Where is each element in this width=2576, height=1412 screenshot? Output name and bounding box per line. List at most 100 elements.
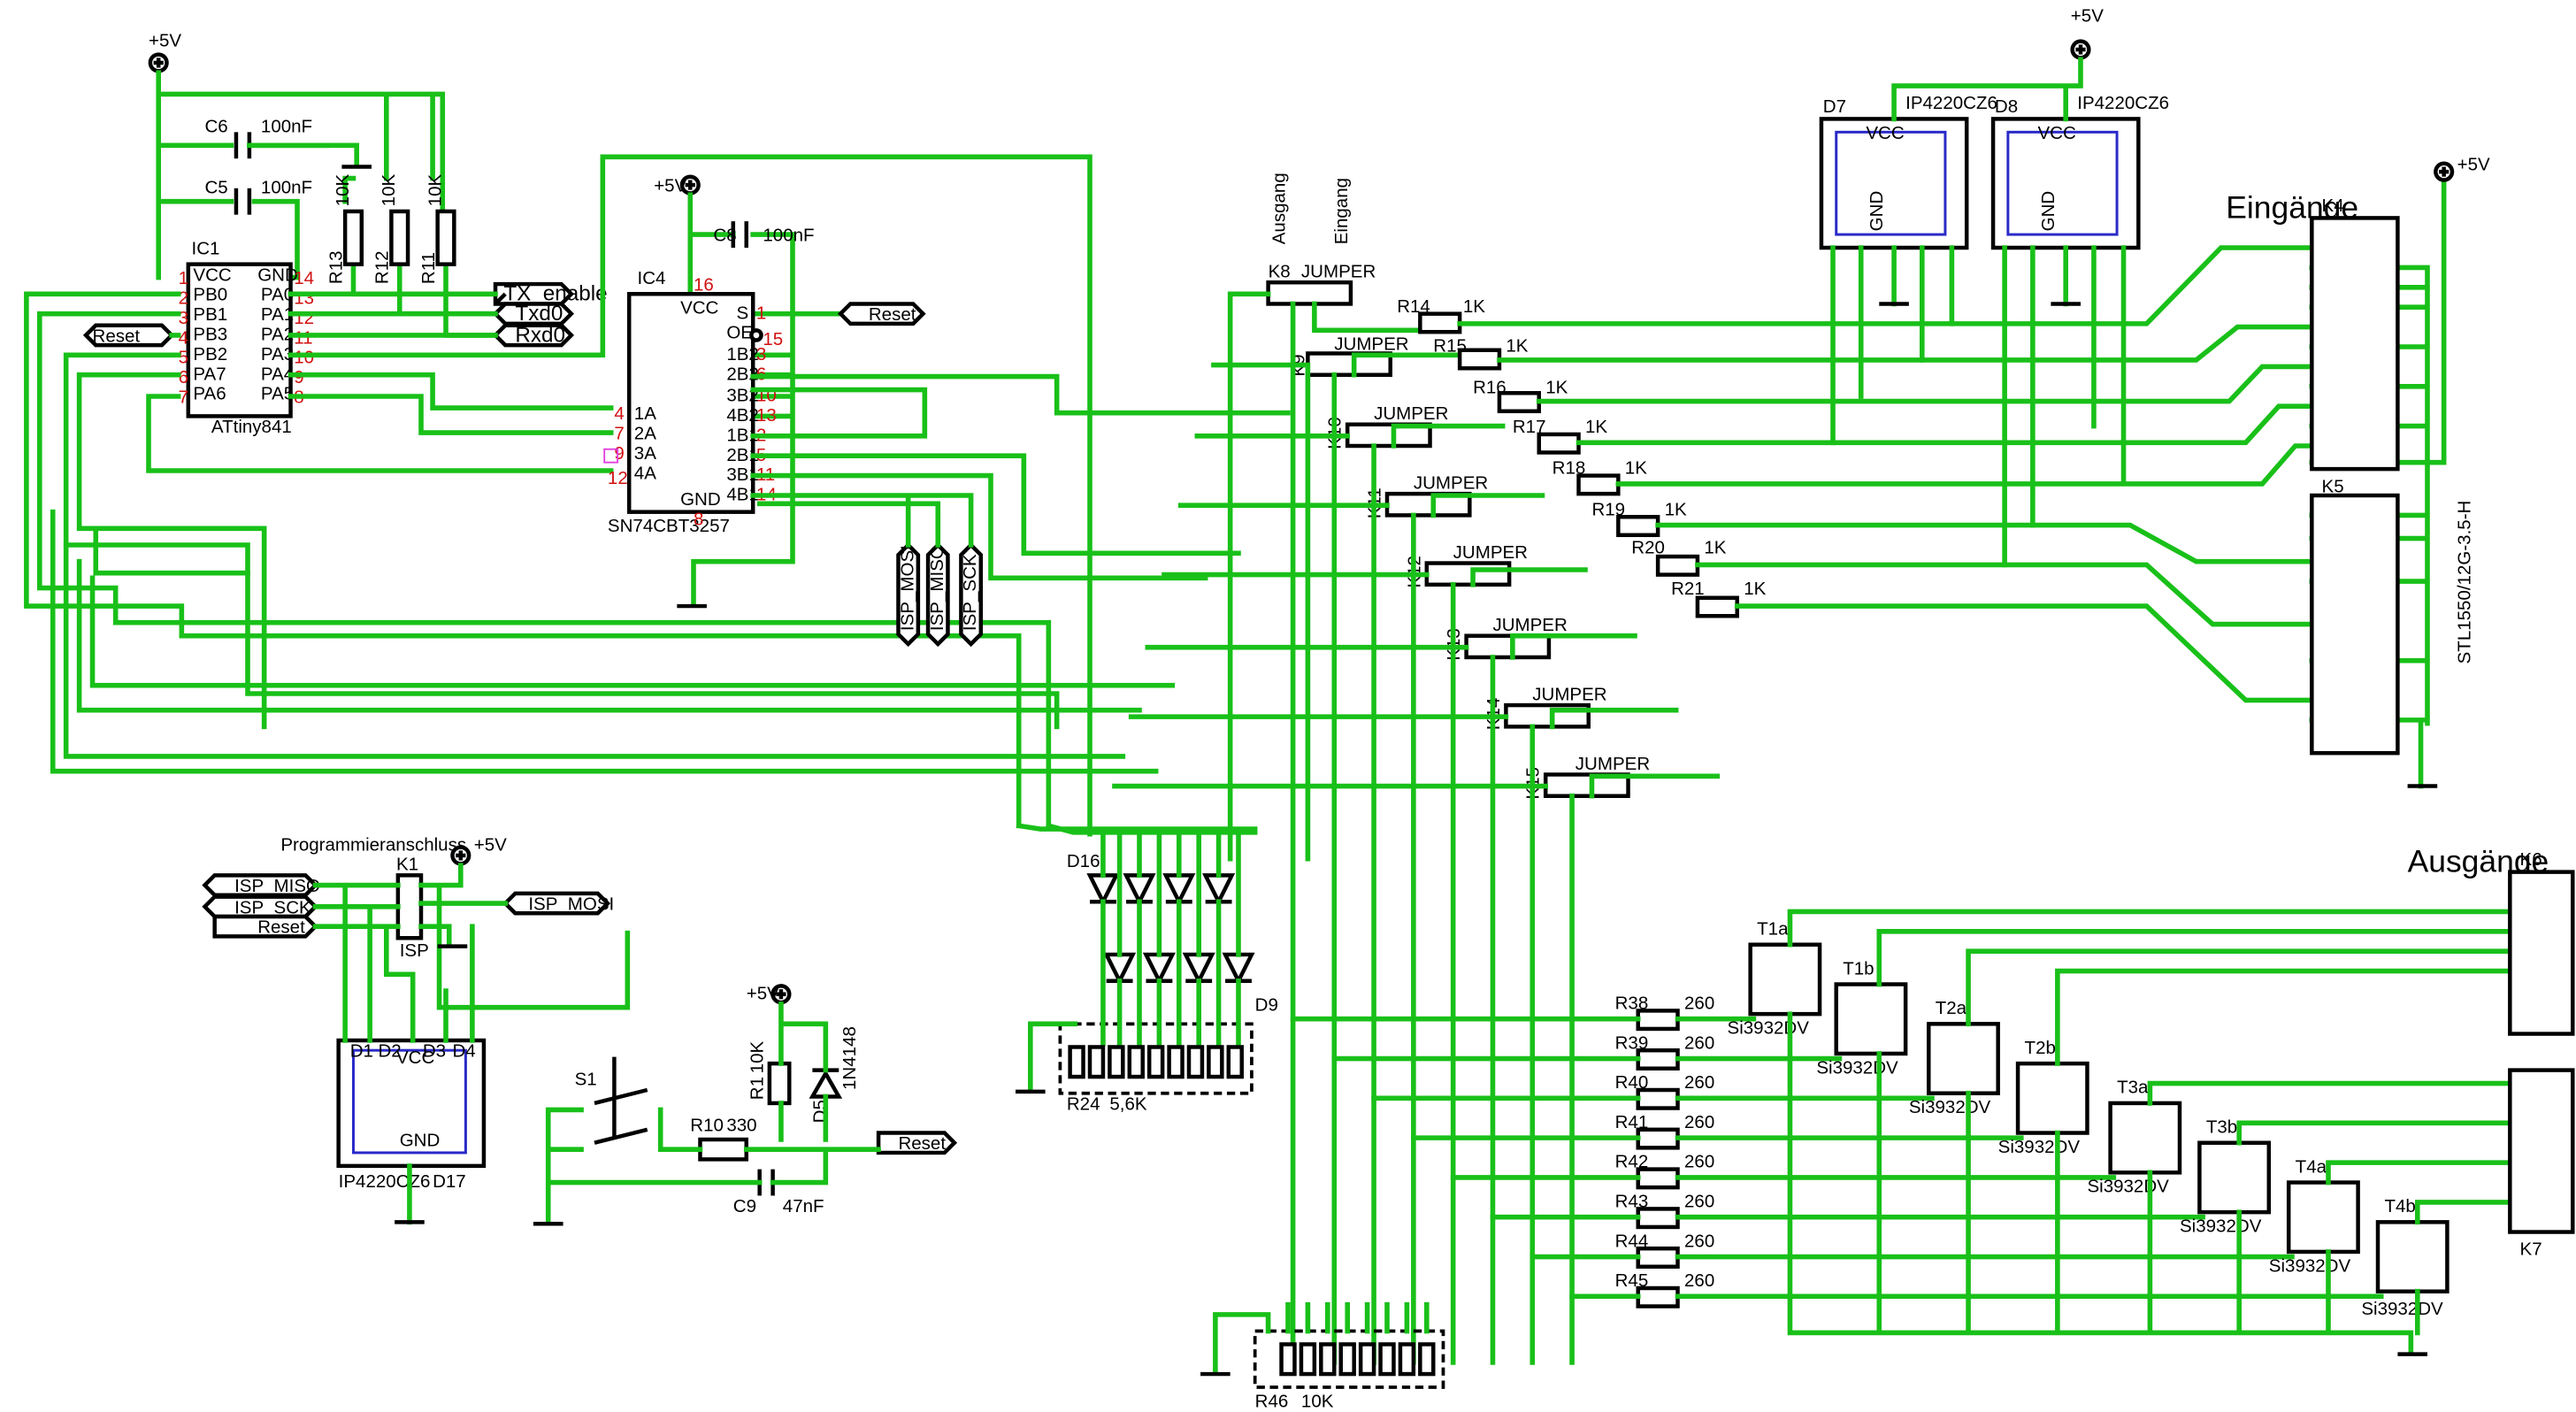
label-rnet-0-ref: R24 <box>1067 1094 1100 1114</box>
label-ic4-nums_left-0: 16 <box>694 275 714 295</box>
label-leds-refs_top: D16 <box>1067 851 1100 871</box>
label-connectors-part: STL1550/12G-3.5-H <box>2455 501 2475 664</box>
label-input_resistors-7-ref: R21 <box>1671 579 1705 599</box>
label-mosfets-0-part: Si3932DV <box>1728 1018 1810 1039</box>
label-ic1-left_nums-0: 1 <box>179 268 188 288</box>
isp-block: Programmieranschluss K1 ISP ISP_MISO ISP… <box>202 834 614 1192</box>
resistor-r12 <box>389 209 410 266</box>
label-tvs_labels-vcc: VCC <box>1866 123 1904 143</box>
label-input_resistors-4-value: 1K <box>1625 458 1647 479</box>
label-isp-ref: K1 <box>396 855 418 875</box>
label-ic4-pins_left-5: GND <box>680 489 721 510</box>
label-input_resistors-3-ref: R17 <box>1513 417 1546 437</box>
label-resistors_top-0-ref: R13 <box>326 250 346 284</box>
label-jumpers-type: JUMPER <box>1301 262 1376 282</box>
ic4-block: +5V C8 100nF IC4 SN74CBT3257 VCC 1A 2A 3… <box>603 174 854 609</box>
label-ic4-pins_right-5: 4B2 <box>726 405 759 426</box>
label-ic4-pins_right-3: 2B2 <box>726 364 759 384</box>
label-tvs-1-ref: D8 <box>1995 96 2018 117</box>
label-ic1-right_pins-3: PA2 <box>261 325 294 345</box>
label-power-label: +5V <box>747 983 779 1003</box>
label-ic4-pins_right-8: 3B1 <box>726 464 759 485</box>
label-signals-rxd: Rxd0 <box>515 323 565 347</box>
label-tvs_labels-d2: D2 <box>378 1041 401 1062</box>
label-ic4-nums_right-0: 1 <box>756 303 766 323</box>
label-signals-isp_sck: ISP_SCK <box>234 897 311 917</box>
label-gate_resistors-0-ref: R38 <box>1615 994 1649 1014</box>
label-rnet-0-value: 5,6K <box>1109 1094 1147 1114</box>
label-mosfets-6-part: Si3932DV <box>2269 1255 2351 1276</box>
label-signals-isp_mosi: ISP_MOSI <box>897 545 917 631</box>
label-ic1-left_pins-3: PB3 <box>193 325 227 345</box>
label-ic1-right_pins-1: PA0 <box>261 285 294 305</box>
label-ic4-pins_right-2: 1B2 <box>726 344 759 365</box>
label-resistors_top-2-ref: R11 <box>418 252 439 284</box>
label-jumpers-type: JUMPER <box>1334 334 1408 355</box>
label-tvs_labels-d4: D4 <box>452 1041 475 1062</box>
label-ic1-left_nums-3: 4 <box>179 327 188 348</box>
label-ic4-nums_left-2: 7 <box>614 424 624 444</box>
label-gate_resistors-4-value: 260 <box>1684 1152 1714 1172</box>
label-ic4-pins_left-0: VCC <box>680 298 718 318</box>
label-mosfets-7-ref: T4b <box>2384 1196 2415 1216</box>
label-ic4-pins_right-6: 1B1 <box>726 425 759 445</box>
ic1-left-pin-labels: VCC PB0 PB1 PB3 PB2 PA7 PA6 <box>193 265 231 403</box>
label-reset_circuit-r1: R1 <box>747 1077 767 1100</box>
label-ic1-left_pins-1: PB0 <box>193 285 227 305</box>
label-ic4-pins_left-3: 3A <box>634 443 656 464</box>
label-input_resistors-2-value: 1K <box>1545 377 1568 397</box>
label-reset_circuit-r10_val: 330 <box>726 1116 756 1136</box>
label-resistors_top-1-ref: R12 <box>372 250 393 284</box>
label-mosfets-3-ref: T2b <box>2025 1038 2056 1058</box>
label-connectors-k5: K5 <box>2322 476 2344 496</box>
label-gate_resistors-5-value: 260 <box>1684 1192 1714 1212</box>
label-connectors-k4: K4 <box>2322 196 2344 216</box>
label-signals-reset: Reset <box>898 1133 946 1154</box>
label-ic1-right_nums-0: 14 <box>294 268 314 288</box>
reset-circuit: +5V R1 10K D5 1N4148 S1 R10 330 C9 47nF … <box>575 983 958 1216</box>
label-tvs_labels-d1: D1 <box>350 1041 373 1062</box>
label-input_resistors-4-ref: R18 <box>1552 458 1586 479</box>
label-gate_resistors-2-ref: R40 <box>1615 1072 1649 1093</box>
label-reset_circuit-r1_val: 10K <box>747 1041 767 1074</box>
label-signals-reset: Reset <box>869 304 916 325</box>
label-input_resistors-0-ref: R14 <box>1397 296 1430 317</box>
label-input_resistors-1-value: 1K <box>1506 336 1528 357</box>
ic4-right-pin-labels: S OE 1B2 2B2 3B2 4B2 1B1 2B1 3B1 4B1 <box>726 303 759 504</box>
label-input_resistors-1-ref: R15 <box>1433 336 1467 357</box>
label-tvs-2-ref: D17 <box>433 1171 466 1192</box>
capacitor-c5: C5 100nF <box>204 177 312 215</box>
label-mosfets-2-part: Si3932DV <box>1909 1097 1991 1117</box>
label-resistors_top-2-value: 10K <box>425 174 445 207</box>
label-jumpers-type: JUMPER <box>1492 615 1567 635</box>
label-tvs-2-name: IP4220CZ6 <box>339 1171 431 1192</box>
label-caps-0-value: 100nF <box>261 116 312 136</box>
label-mosfets-6-ref: T4a <box>2296 1156 2327 1177</box>
label-ic1-left_pins-5: PA7 <box>193 364 226 384</box>
label-ic1-left_nums-5: 6 <box>179 367 188 388</box>
label-ic1-left_nums-1: 2 <box>179 288 188 308</box>
label-ic4-nums_right-2: 3 <box>756 344 766 365</box>
label-caps-2-value: 100nF <box>763 226 814 246</box>
label-mosfets-5-part: Si3932DV <box>2180 1216 2262 1237</box>
label-ic4-pins_right-9: 4B1 <box>726 485 759 505</box>
label-jumpers-refs-0: K8 <box>1269 262 1291 282</box>
label-power-label: +5V <box>474 834 507 855</box>
label-tvs_labels-gnd: GND <box>400 1130 441 1150</box>
label-ic1-right_nums-1: 13 <box>294 288 314 308</box>
label-tvs_labels-gnd: GND <box>1867 191 1887 232</box>
label-gate_resistors-3-value: 260 <box>1684 1112 1714 1132</box>
label-signals-isp_sck: ISP_SCK <box>960 554 980 631</box>
label-resistors_top-1-value: 10K <box>379 174 399 207</box>
label-signals-tx_enable: TX_enable <box>503 282 607 306</box>
ic1-body <box>186 262 293 418</box>
label-tvs_labels-vcc: VCC <box>2037 123 2075 143</box>
label-ic4-pins_right-1: OE <box>726 323 753 343</box>
label-tvs_labels-vcc: VCC <box>396 1047 434 1068</box>
label-mosfets-0-ref: T1a <box>1757 919 1789 940</box>
connector-k4-k5: Eingänge K4 K5 STL1550/12G-3.5-H <box>2226 189 2475 756</box>
r46-elements <box>1279 1342 1436 1377</box>
